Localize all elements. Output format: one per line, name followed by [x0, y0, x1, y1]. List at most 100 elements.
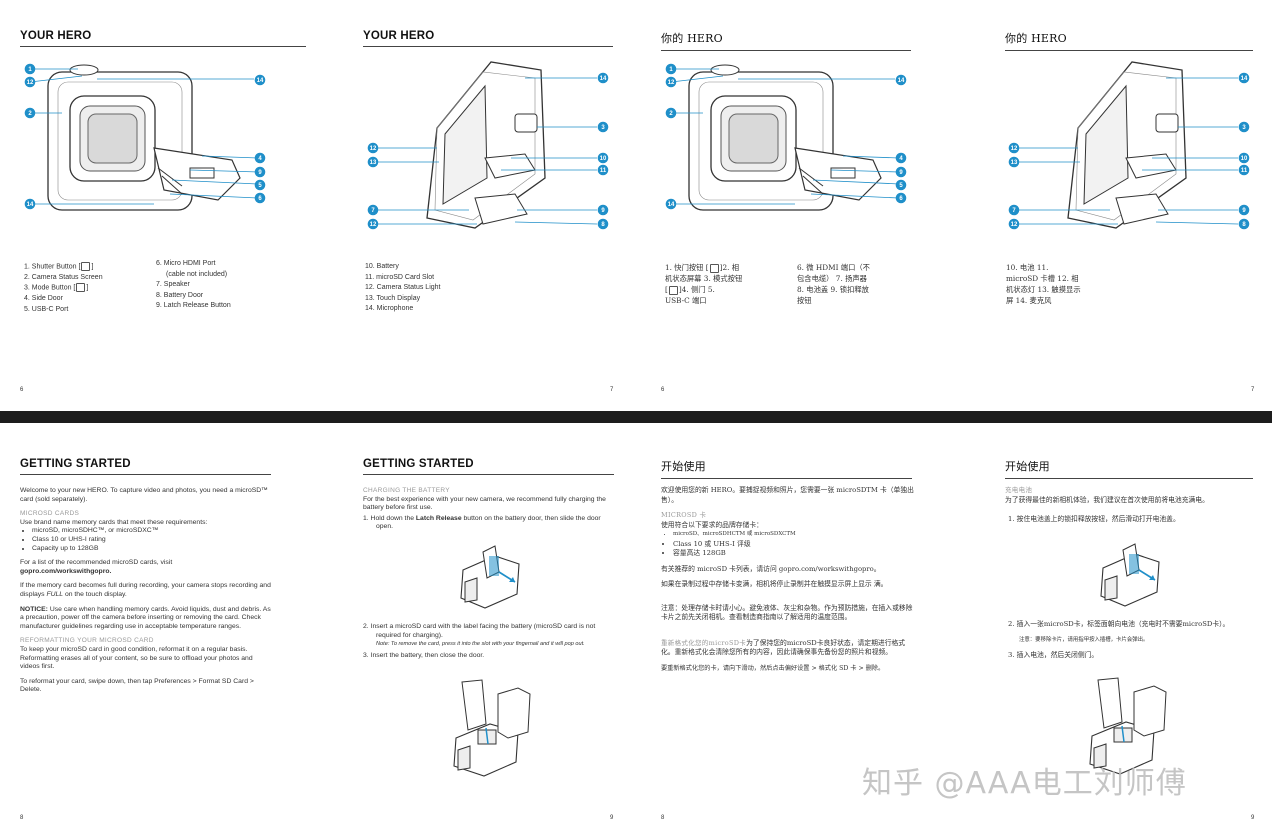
shutter-button-icon [709, 263, 719, 273]
callout-number: 13 [370, 160, 377, 166]
getting-started-body-cn: 欢迎使用您的新 HERO。要捕捉视频和照片，您需要一张 microSDTM 卡（… [661, 486, 915, 679]
callout-marker [895, 192, 907, 204]
page-getting-started-charging-cn: 开始使用 [1005, 458, 1253, 479]
notice-label: NOTICE: [20, 605, 48, 613]
callout-marker [1238, 152, 1250, 164]
page-your-hero-back: YOUR HERO [363, 30, 613, 47]
callout-marker [1008, 156, 1020, 168]
callout-marker [597, 72, 609, 84]
callout-number: 4 [899, 156, 903, 162]
page-number: 8 [20, 815, 24, 821]
callout-number: 3 [601, 125, 605, 131]
callout-marker [895, 179, 907, 191]
callout-number: 2 [28, 111, 32, 117]
list-item: 容量高达 128GB [673, 549, 915, 559]
callout-number: 5 [899, 183, 903, 189]
callout-number: 14 [668, 202, 675, 208]
insert-battery-figure-cn [1089, 677, 1167, 775]
callout-marker [1008, 142, 1020, 154]
intro-text: 欢迎使用您的新 HERO。要捕捉视频和照片，您需要一张 microSDTM 卡（… [661, 486, 914, 504]
page-number: 6 [661, 387, 665, 393]
notice-text: 注意：处理存储卡时请小心。避免液体、灰尘和杂物。作为预防措施，在插入或移除卡片之… [661, 603, 913, 622]
step-2-text: 2. Insert a microSD card with the label … [363, 623, 596, 639]
callout-marker [254, 179, 266, 191]
callout-marker [665, 63, 677, 75]
charging-intro: For the best experience with your new ca… [363, 495, 606, 512]
callout-marker [1238, 72, 1250, 84]
list-item: Class 10 或 UHS-I 评级 [673, 540, 915, 550]
page-getting-started-charging: GETTING STARTED [363, 458, 614, 475]
callout-marker [24, 107, 36, 119]
page-title: YOUR HERO [363, 30, 613, 47]
callout-number: 7 [1012, 208, 1016, 214]
list-text: For a list of the recommended microSD ca… [20, 559, 173, 567]
page-number: 7 [610, 387, 614, 393]
getting-started-body: Welcome to your new HERO. To capture vid… [20, 487, 274, 701]
charging-body-cn: 充电电池 为了获得最佳的新相机体验，我们建议在首次使用前将电池充满电。 1. 按… [1005, 486, 1255, 531]
step-2-note: Note: To remove the card, press it into … [376, 641, 585, 648]
callout-marker [597, 164, 609, 176]
callout-number: 14 [600, 76, 607, 82]
step-2-text: 2. 插入一张microSD卡，标签面朝向电池（充电时不需要microSD卡）。 [1008, 620, 1230, 628]
callout-number: 8 [1242, 222, 1246, 228]
full-text: 如果在录制过程中存储卡变满，相机将停止录制并在触摸显示屏上显示 满。 [661, 580, 888, 588]
step-1-end: button on the battery door, then slide t… [376, 514, 601, 531]
mode-button-icon [76, 283, 86, 293]
section-heading: REFORMATTING YOUR MICROSD CARD [20, 637, 154, 645]
requirements-intro: Use brand name memory cards that meet th… [20, 518, 208, 526]
section-heading: MICROSD CARDS [20, 510, 80, 518]
callout-marker [597, 152, 609, 164]
callout-marker [1238, 164, 1250, 176]
callout-marker [895, 74, 907, 86]
page-number: 9 [610, 815, 614, 821]
step-3-text: 3. 插入电池，然后关闭侧门。 [1008, 651, 1099, 659]
callout-marker [254, 74, 266, 86]
list-item: Class 10 or UHS-I rating [32, 536, 274, 545]
parts-legend-col1: 1. Shutter Button [] 2. Camera Status Sc… [24, 262, 103, 313]
page-title: 你的 HERO [661, 30, 911, 51]
charging-intro: 为了获得最佳的新相机体验，我们建议在首次使用前将电池充满电。 [1005, 495, 1209, 504]
full-word: FULL [46, 590, 64, 598]
callout-number: 12 [370, 146, 377, 152]
callout-number: 12 [27, 80, 34, 86]
requirements-intro: 使用符合以下要求的品牌存储卡： [661, 520, 763, 529]
callout-number: 8 [601, 222, 605, 228]
callout-number: 11 [1241, 168, 1248, 174]
battery-door-open-figure-cn [1100, 543, 1160, 607]
intro-text: Welcome to your new HERO. To capture vid… [20, 487, 268, 503]
full-text: If the memory card becomes full during r… [20, 582, 271, 598]
callout-number: 9 [258, 170, 262, 176]
callout-number: 5 [258, 183, 262, 189]
step-1-text: 1. Hold down the [363, 514, 415, 522]
list-item: microSD、microSDHCTM 或 microSDXCTM [673, 530, 915, 540]
notice-text: Use care when handling memory cards. Avo… [20, 605, 271, 630]
parts-legend-col1: 10. Battery 11. microSD Card Slot 12. Ca… [365, 263, 441, 312]
callout-marker [254, 192, 266, 204]
page-title: GETTING STARTED [363, 458, 614, 475]
callout-number: 10 [1241, 156, 1248, 162]
callout-marker [24, 198, 36, 210]
reformat-text: To keep your microSD card in good condit… [20, 645, 253, 671]
page-getting-started: GETTING STARTED [20, 458, 271, 475]
callout-marker [254, 152, 266, 164]
requirements-list: microSD、microSDHCTM 或 microSDXCTM Class … [661, 530, 915, 559]
callout-number: 13 [1011, 160, 1018, 166]
callout-marker [367, 156, 379, 168]
callout-marker [1238, 121, 1250, 133]
full-text-end: on the touch display. [64, 590, 127, 598]
callout-number: 14 [1241, 76, 1248, 82]
camera-back-figure-cn: 14 3 12 13 10 11 7 9 12 8 [1008, 61, 1250, 230]
callout-marker [367, 142, 379, 154]
section-heading: MICROSD 卡 [661, 511, 707, 519]
workswithgopro-link[interactable]: gopro.com/workswithgopro. [20, 567, 112, 575]
page-title: GETTING STARTED [20, 458, 271, 475]
page-your-hero-front: YOUR HERO [20, 30, 306, 47]
callout-marker [24, 76, 36, 88]
callout-marker [597, 204, 609, 216]
callout-marker [367, 204, 379, 216]
page-getting-started-cn: 开始使用 [661, 458, 912, 479]
callout-number: 1 [669, 67, 673, 73]
list-item: microSD, microSDHC™, or microSDXC™ [32, 527, 274, 536]
page-title: 你的 HERO [1005, 30, 1253, 51]
step-1-text: 1. 按住电池盖上的锁扣释放按钮，然后滑动打开电池盖。 [1008, 515, 1180, 523]
